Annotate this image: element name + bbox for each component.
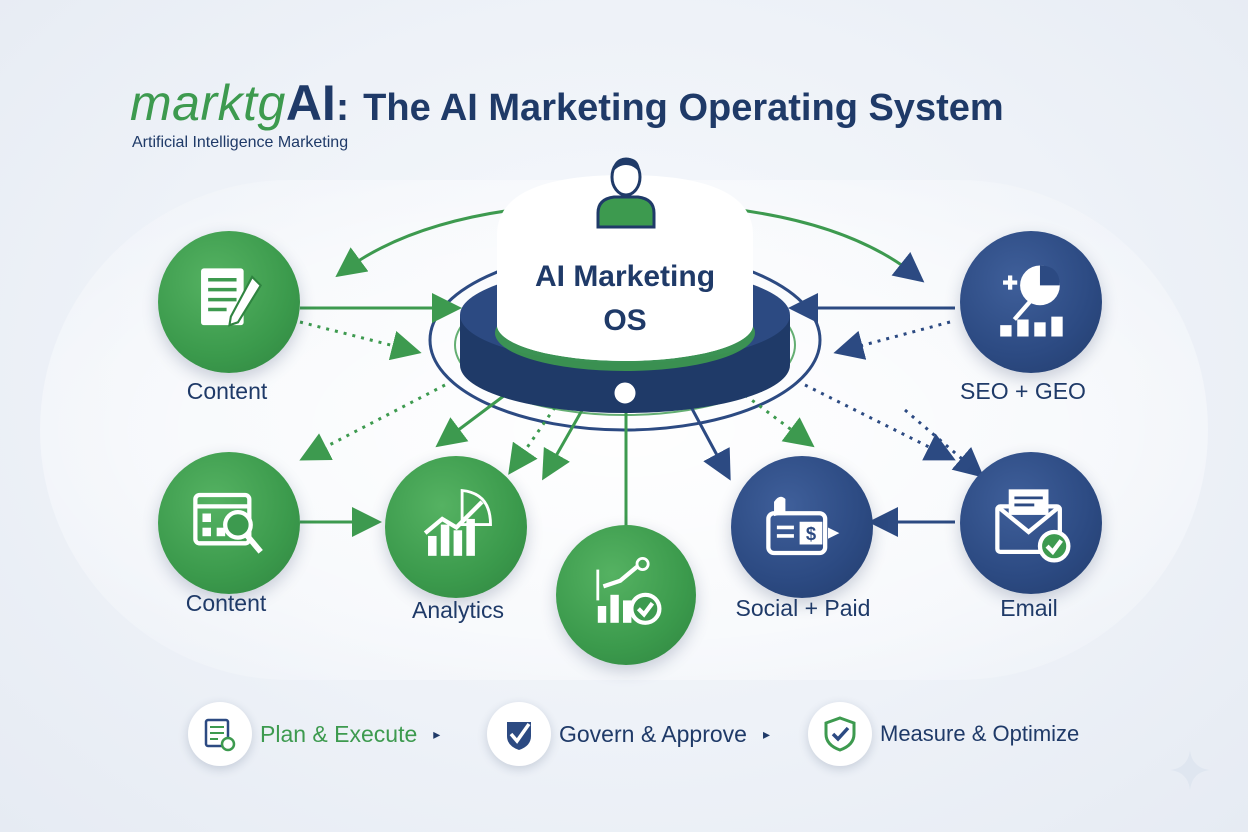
hub-label: AI Marketing OS [510, 255, 740, 343]
thumbs-up-dollar-icon: $ [765, 496, 839, 555]
hub-label-line1: AI Marketing [534, 260, 716, 293]
calendar-search-icon [192, 492, 263, 554]
brand-header: marktg AI : The AI Marketing Operating S… [130, 74, 1004, 134]
brand-subtitle: Artificial Intelligence Marketing [132, 134, 349, 151]
hub-disc [460, 175, 790, 413]
link-content-top-dotted [299, 320, 422, 361]
step-arrow-2: ▸ [762, 725, 770, 742]
envelope-check-icon [994, 488, 1071, 563]
node-center-growth[interactable] [556, 525, 696, 665]
step-label-govern: Govern & Approve [559, 720, 747, 747]
user-icon [590, 155, 662, 229]
link-diag-left-4 [542, 404, 587, 481]
node-content-bottom[interactable] [158, 452, 300, 594]
step-arrow-1: ▸ [433, 725, 441, 742]
bar-chart-icon [423, 488, 492, 556]
node-seo-geo[interactable] [960, 231, 1102, 373]
node-label-email: Email [1000, 595, 1058, 621]
shield-check-icon [808, 702, 872, 766]
step-label-measure: Measure & Optimize [880, 721, 1080, 746]
node-label-content-top: Content [186, 378, 268, 404]
document-pen-icon [200, 267, 262, 327]
node-social-paid[interactable]: $ [731, 456, 873, 598]
svg-text:$: $ [805, 523, 815, 544]
node-label-content-bottom: Content [185, 590, 267, 616]
link-diag-left-2 [435, 393, 506, 448]
step-measure-optimize[interactable]: Measure & Optimize [808, 702, 1079, 766]
link-diag-right-4 [904, 408, 985, 478]
link-seo-dotted [833, 320, 951, 360]
brand-colon: : [335, 85, 350, 129]
node-label-seo-geo: SEO + GEO [960, 378, 1086, 404]
node-label-analytics: Analytics [411, 597, 505, 623]
brand-logo-lite: marktg [130, 75, 286, 131]
node-label-social-paid: Social + Paid [735, 595, 871, 621]
pie-chart-icon [999, 265, 1063, 337]
link-diag-right-1 [804, 383, 956, 461]
brand-logo-bold: AI [285, 75, 336, 131]
step-govern-approve[interactable]: Govern & Approve ▸ [487, 702, 770, 766]
link-diag-left-1 [299, 383, 446, 461]
page-title: The AI Marketing Operating System [363, 87, 1004, 129]
link-diag-right-2 [744, 393, 815, 448]
clipboard-icon [188, 702, 252, 766]
node-analytics[interactable] [385, 456, 527, 598]
node-email[interactable] [960, 452, 1102, 594]
node-content-top[interactable] [158, 231, 300, 373]
sparkle-icon [1170, 750, 1210, 790]
link-diag-left-3 [508, 399, 562, 475]
step-plan-execute[interactable]: Plan & Execute ▸ [188, 702, 440, 766]
check-badge-icon [487, 702, 551, 766]
hub-label-line2: OS [603, 304, 647, 337]
growth-check-icon [596, 557, 662, 626]
step-label-plan: Plan & Execute [260, 720, 418, 747]
link-diag-right-3 [688, 404, 731, 481]
